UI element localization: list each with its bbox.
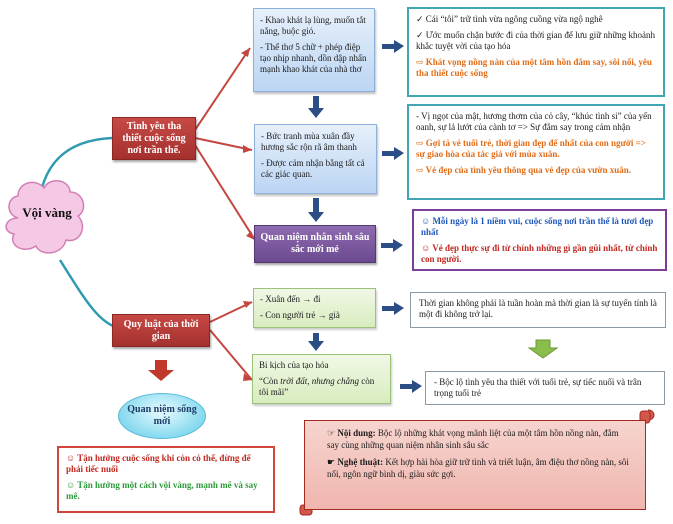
detail-longing-item-1: - Khao khát lạ lùng, muốn tắt nắng, buộc… [260,15,366,36]
detail-longing-item-2: - Thể thơ 5 chữ + phép điệp tạo nhịp nha… [260,42,367,74]
outlook-box: Quan niệm nhân sinh sâu sắc mới mẻ [254,225,376,263]
arrowhead-b2-detail2 [243,373,252,381]
quote-open: “Còn [259,376,281,386]
arrowhead-b2-detail1 [243,301,252,308]
cloud-shape [5,180,85,254]
down-arrow-2 [308,198,324,222]
note-youth-text: - Bộc lộ tình yêu tha thiết với tuổi trẻ… [434,377,642,398]
summary-art-pointer-icon: ☛ [327,457,336,467]
detail-time-item-1: - Xuân đến → đi [260,294,321,304]
outlook-point-2: ☺ Vẻ đẹp thực sự đi từ chính những gì gầ… [421,243,658,264]
note-ego-highlight: ⇨ Khát vọng nồng nàn của một tâm hồn đắm… [416,57,652,78]
connector-center-branch2 [58,259,121,330]
note-spring-text: - Vị ngọt của mật, hương thơm của cỏ cây… [416,111,652,132]
new-outlook-point-1: ☺ Tận hưởng cuộc sống khi còn có thể, đừ… [66,453,251,474]
connector-branch1-detail2 [194,137,253,151]
note-spring-box: - Vị ngọt của mật, hương thơm của cỏ cây… [407,104,665,200]
note-ego-1: ✓ Cái “tôi” trữ tình vừa ngông cuồng vừa… [416,14,603,24]
branch-law-of-time: Quy luật của thời gian [112,314,210,347]
right-arrow-1 [382,40,404,53]
summary-content-pointer-icon: ☞ [327,428,336,438]
detail-time-item-2: - Con người trẻ → già [260,310,340,320]
outlook-points-box: ☺ Mỗi ngày là 1 niềm vui, cuộc sống nơi … [412,209,667,271]
arrowhead-outlook [246,231,255,240]
arrowhead-detail1 [241,48,250,57]
quote-italic: trời đất, nhưng chẳng [280,376,359,386]
quote-close: còn tôi mãi” [259,376,375,397]
note-ego-2: ✓ Ước muốn chặn bước đi của thời gian để… [416,30,656,51]
note-linear-time-box: Thời gian không phải là tuần hoàn mà thờ… [410,292,666,328]
detail-longing-box: - Khao khát lạ lùng, muốn tắt nắng, buộc… [253,8,375,92]
new-outlook-point-2: ☺ Tận hưởng một cách vội vàng, mạnh mẽ v… [66,480,258,501]
connector-branch1-detail1 [194,47,251,131]
new-outlook-label: Quan niệm sống mới [127,404,197,427]
detail-tragedy-quote: “Còn trời đất, nhưng chẳng còn tôi mãi” [259,376,384,398]
right-arrow-5 [400,380,422,393]
right-arrow-4 [382,302,404,315]
detail-spring-item-1: - Bức tranh mùa xuân đầy hương sắc rộn r… [261,131,357,152]
green-down-arrow [527,339,559,359]
outlook-point-1: ☺ Mỗi ngày là 1 niềm vui, cuộc sống nơi … [421,216,654,237]
summary-art: ☛ Nghệ thuật: Kết hợp hài hòa giữ trữ tì… [327,456,631,480]
summary-art-text: Kết hợp hài hòa giữ trữ tình và triết lu… [327,457,629,479]
down-arrow-3 [308,333,324,351]
detail-tragedy-box: Bi kịch của tạo hóa “Còn trời đất, nhưng… [252,354,391,404]
branch-love-of-life: Tình yêu tha thiết cuộc sống nơi trần th… [112,117,196,160]
note-ego-box: ✓ Cái “tôi” trữ tình vừa ngông cuồng vừa… [407,7,665,97]
arrowhead-detail2 [243,145,252,153]
down-arrow-1 [308,96,324,118]
summary-content-label: Nội dung: [337,428,376,438]
summary-content: ☞ Nội dung: Bộc lộ những khát vọng mãnh … [327,427,631,451]
right-arrow-2 [382,147,404,160]
new-outlook-ellipse: Quan niệm sống mới [118,393,206,439]
center-topic: Vội vàng [14,205,80,239]
summary-art-label: Nghệ thuật: [337,457,384,467]
note-youth-box: - Bộc lộ tình yêu tha thiết với tuổi trẻ… [425,371,665,405]
right-arrow-3 [381,239,403,252]
branch-love-of-life-label: Tình yêu tha thiết cuộc sống nơi trần th… [122,120,186,156]
detail-time-box: - Xuân đến → đi - Con người trẻ → già [253,288,376,328]
detail-spring-item-2: - Được cảm nhận bằng tất cả các giác qua… [261,158,365,179]
outlook-label: Quan niệm nhân sinh sâu sắc mới mẻ [260,232,370,255]
connector-branch2-detail2 [209,329,253,381]
center-topic-label: Vội vàng [22,205,72,220]
red-down-arrow [148,360,174,381]
note-spring-highlight-1: ⇨ Gợi tả vẻ tuổi trẻ, thời gian đẹp để n… [416,138,646,159]
summary-scroll: ☞ Nội dung: Bộc lộ những khát vọng mãnh … [304,420,646,510]
summary-content-text: Bộc lộ những khát vọng mãnh liệt của một… [327,428,619,450]
note-spring-highlight-2: ⇨ Vẻ đẹp của tình yêu thông qua vẻ đẹp c… [416,165,632,175]
branch-law-of-time-label: Quy luật của thời gian [123,318,199,342]
detail-spring-box: - Bức tranh mùa xuân đầy hương sắc rộn r… [254,124,377,194]
note-linear-time-text: Thời gian không phải là tuần hoàn mà thờ… [419,298,657,319]
detail-tragedy-line: Bi kịch của tạo hóa [259,360,329,370]
connector-branch1-outlook [194,144,256,241]
new-outlook-points-box: ☺ Tận hưởng cuộc sống khi còn có thể, đừ… [57,446,275,513]
